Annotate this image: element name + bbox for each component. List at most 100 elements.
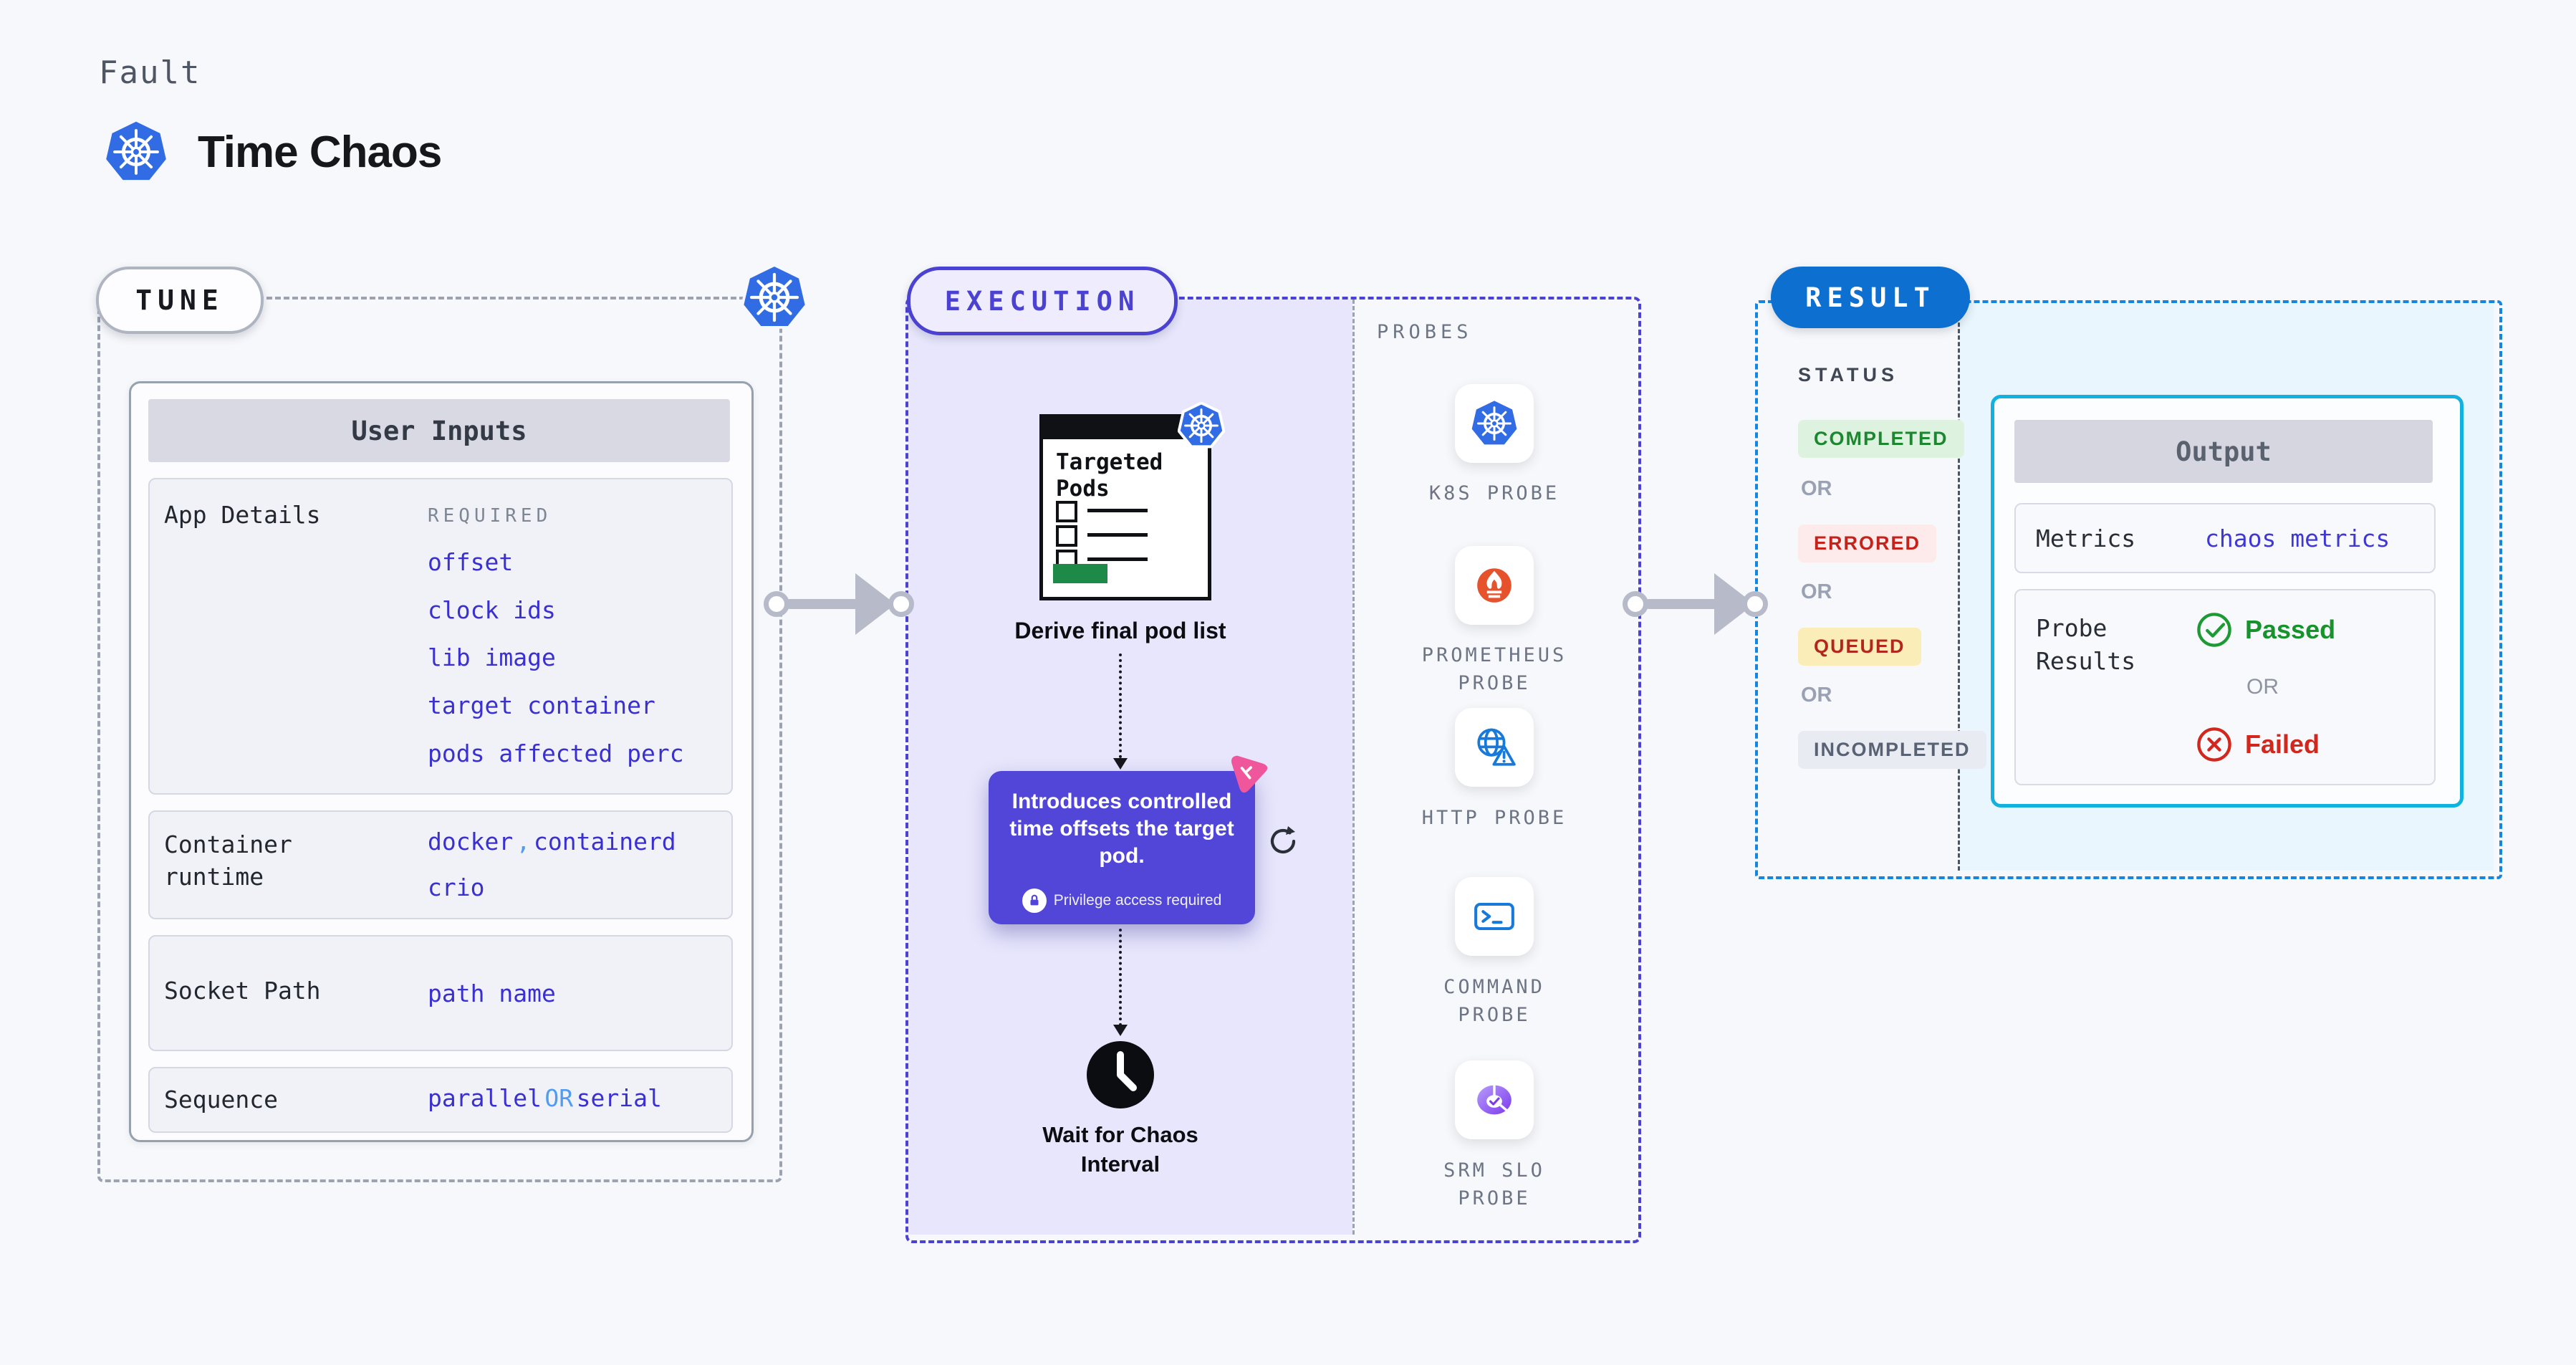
tooltip-text: Introduces controlled time offsets the t… <box>1009 790 1234 868</box>
terminal-icon <box>1474 902 1514 931</box>
k8s-probe-card <box>1455 384 1534 463</box>
targeted-pods-document: Targeted Pods <box>1039 401 1226 600</box>
connector-dot <box>764 591 789 617</box>
dotted-connector <box>1119 929 1122 1026</box>
command-probe-card <box>1455 877 1534 956</box>
link-target-container[interactable]: target container <box>428 691 655 719</box>
kubernetes-badge-icon <box>1177 401 1226 449</box>
srm-slo-probe-card <box>1455 1060 1534 1139</box>
user-inputs-card: User Inputs App Details REQUIRED offset … <box>129 381 754 1142</box>
prometheus-probe-card <box>1455 546 1534 625</box>
result-section-label: RESULT <box>1771 267 1970 328</box>
tune-section-label: TUNE <box>96 267 264 334</box>
status-or: OR <box>1801 580 1832 603</box>
app-details-label: App Details <box>164 501 321 529</box>
execution-panel <box>905 297 1641 1243</box>
progress-bar <box>1053 564 1107 583</box>
kubernetes-corner-icon <box>741 263 808 331</box>
status-badge-queued: QUEUED <box>1798 628 1921 666</box>
metrics-value-link[interactable]: chaos metrics <box>2205 524 2390 552</box>
socket-path-label: Socket Path <box>164 977 321 1005</box>
execution-section-label: EXECUTION <box>907 267 1178 335</box>
checkbox-icon <box>1056 525 1077 547</box>
page-title: Time Chaos <box>198 127 442 177</box>
arrow-execution-to-result <box>1644 599 1719 609</box>
runtime-separator: , <box>516 828 531 856</box>
lock-icon <box>1022 889 1047 913</box>
status-or: OR <box>1801 477 1832 500</box>
link-clock-ids[interactable]: clock ids <box>428 596 556 624</box>
status-badge-incompleted: INCOMPLETED <box>1798 731 1986 769</box>
link-pods-affected-perc[interactable]: pods affected perc <box>428 739 684 767</box>
probes-divider <box>1352 300 1355 1235</box>
result-divider <box>1958 303 1960 871</box>
link-offset[interactable]: offset <box>428 548 514 576</box>
link-parallel[interactable]: parallel <box>428 1084 542 1112</box>
http-probe-card <box>1455 708 1534 787</box>
status-badge-completed: COMPLETED <box>1798 420 1964 458</box>
status-badge-errored: ERRORED <box>1798 525 1937 562</box>
passed-label: Passed <box>2245 615 2336 644</box>
container-runtime-row: Container runtime docker , containerd cr… <box>148 810 733 919</box>
connector-dot <box>888 591 914 617</box>
srm-slo-probe-label: SRM SLO PROBE <box>1443 1159 1545 1210</box>
checkbox-icon <box>1056 501 1077 522</box>
user-inputs-title: User Inputs <box>148 399 730 462</box>
kubernetes-icon <box>105 120 168 183</box>
status-or: OR <box>1801 684 1832 707</box>
link-docker[interactable]: docker <box>428 828 514 856</box>
app-details-row: App Details REQUIRED offset clock ids li… <box>148 478 733 795</box>
link-containerd[interactable]: containerd <box>534 828 676 856</box>
output-or: OR <box>2246 675 2279 699</box>
chaos-tooltip: Introduces controlled time offsets the t… <box>989 771 1255 924</box>
http-globe-warning-icon <box>1477 728 1516 766</box>
link-path-name[interactable]: path name <box>428 980 556 1007</box>
passed-result: Passed <box>2195 610 2335 649</box>
k8s-probe-label: K8S PROBE <box>1428 482 1560 504</box>
required-tag: REQUIRED <box>428 505 552 527</box>
status-heading: STATUS <box>1798 364 1898 385</box>
privilege-note: Privilege access required <box>1053 892 1222 909</box>
list-line <box>1087 509 1148 512</box>
command-probe-label: COMMAND PROBE <box>1443 976 1545 1027</box>
repeat-icon <box>1267 824 1301 858</box>
container-runtime-label: Container runtime <box>164 830 292 891</box>
derive-pod-list-caption: Derive final pod list <box>1014 618 1226 643</box>
litmus-chaos-icon <box>1223 750 1272 799</box>
fault-eyebrow: Fault <box>99 54 201 91</box>
dotted-arrow-head <box>1113 1025 1128 1036</box>
dotted-connector <box>1119 653 1122 758</box>
output-card: Output Metrics chaos metrics Probe Resul… <box>1991 395 2464 808</box>
wait-interval-caption: Wait for Chaos Interval <box>1042 1122 1198 1177</box>
slo-gauge-check-icon <box>1477 1085 1512 1115</box>
failed-label: Failed <box>2245 729 2320 759</box>
clock-icon <box>1085 1039 1156 1111</box>
prometheus-probe-label: PROMETHEUS PROBE <box>1421 644 1567 695</box>
link-crio[interactable]: crio <box>428 873 485 901</box>
probes-heading: PROBES <box>1377 321 1473 343</box>
metrics-row: Metrics chaos metrics <box>2014 503 2436 573</box>
pod-list-item <box>1056 501 1171 522</box>
document-header-bar <box>1042 416 1202 439</box>
sequence-row: Sequence parallel OR serial <box>148 1067 733 1133</box>
output-title: Output <box>2014 420 2433 483</box>
prometheus-icon <box>1477 568 1512 603</box>
sequence-label: Sequence <box>164 1086 278 1113</box>
sequence-or: OR <box>544 1084 574 1112</box>
result-panel <box>1755 300 2502 879</box>
failed-result: Failed <box>2195 725 2320 764</box>
check-circle-icon <box>2197 613 2231 647</box>
socket-path-row: Socket Path path name <box>148 935 733 1051</box>
link-lib-image[interactable]: lib image <box>428 643 556 671</box>
list-line <box>1087 557 1148 561</box>
probe-results-row: Probe Results Passed OR Failed <box>2014 589 2436 785</box>
tune-panel <box>97 297 782 1182</box>
list-line <box>1087 533 1148 537</box>
metrics-label: Metrics <box>2036 524 2136 552</box>
tooltip-note: Privilege access required <box>989 889 1255 913</box>
arrow-tune-to-execution <box>785 599 860 609</box>
x-circle-icon <box>2197 727 2231 762</box>
probe-results-label: Probe Results <box>2036 614 2136 676</box>
link-serial[interactable]: serial <box>576 1084 662 1112</box>
